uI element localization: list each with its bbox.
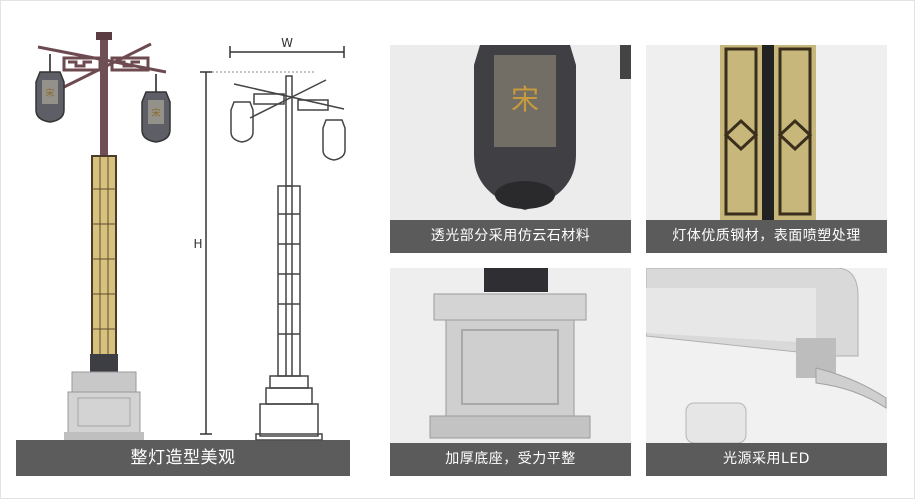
lantern-char: 宋 [511, 83, 539, 116]
width-dimension-label: W [281, 36, 293, 50]
detail-panel-translucent: 宋 透光部分采用仿云石材料 [390, 45, 631, 253]
height-dimension-label: H [193, 237, 202, 251]
detail-panel-led: 光源采用LED [646, 268, 887, 476]
lantern-char-right: 宋 [151, 107, 160, 119]
translucent-caption: 透光部分采用仿云石材料 [390, 220, 631, 253]
steel-caption: 灯体优质钢材，表面喷塑处理 [646, 220, 887, 253]
full-lamp-panel: 宋 宋 [16, 14, 350, 476]
base-caption: 加厚底座，受力平整 [390, 443, 631, 476]
color-lamp-drawing: 宋 宋 [35, 32, 171, 440]
stone-base-image [429, 268, 591, 439]
detail-panel-base: 加厚底座，受力平整 [390, 268, 631, 476]
lantern-char-left: 宋 [45, 87, 54, 99]
detail-panel-steel: 灯体优质钢材，表面喷塑处理 [646, 45, 887, 253]
steel-body-image [720, 45, 816, 220]
lamp-illustration: 宋 宋 [35, 32, 346, 441]
lantern-closeup-image: 宋 [474, 45, 631, 210]
outline-lamp-drawing [200, 46, 346, 441]
led-module-image [646, 268, 887, 444]
full-lamp-caption: 整灯造型美观 [16, 440, 350, 476]
led-caption: 光源采用LED [646, 443, 887, 476]
